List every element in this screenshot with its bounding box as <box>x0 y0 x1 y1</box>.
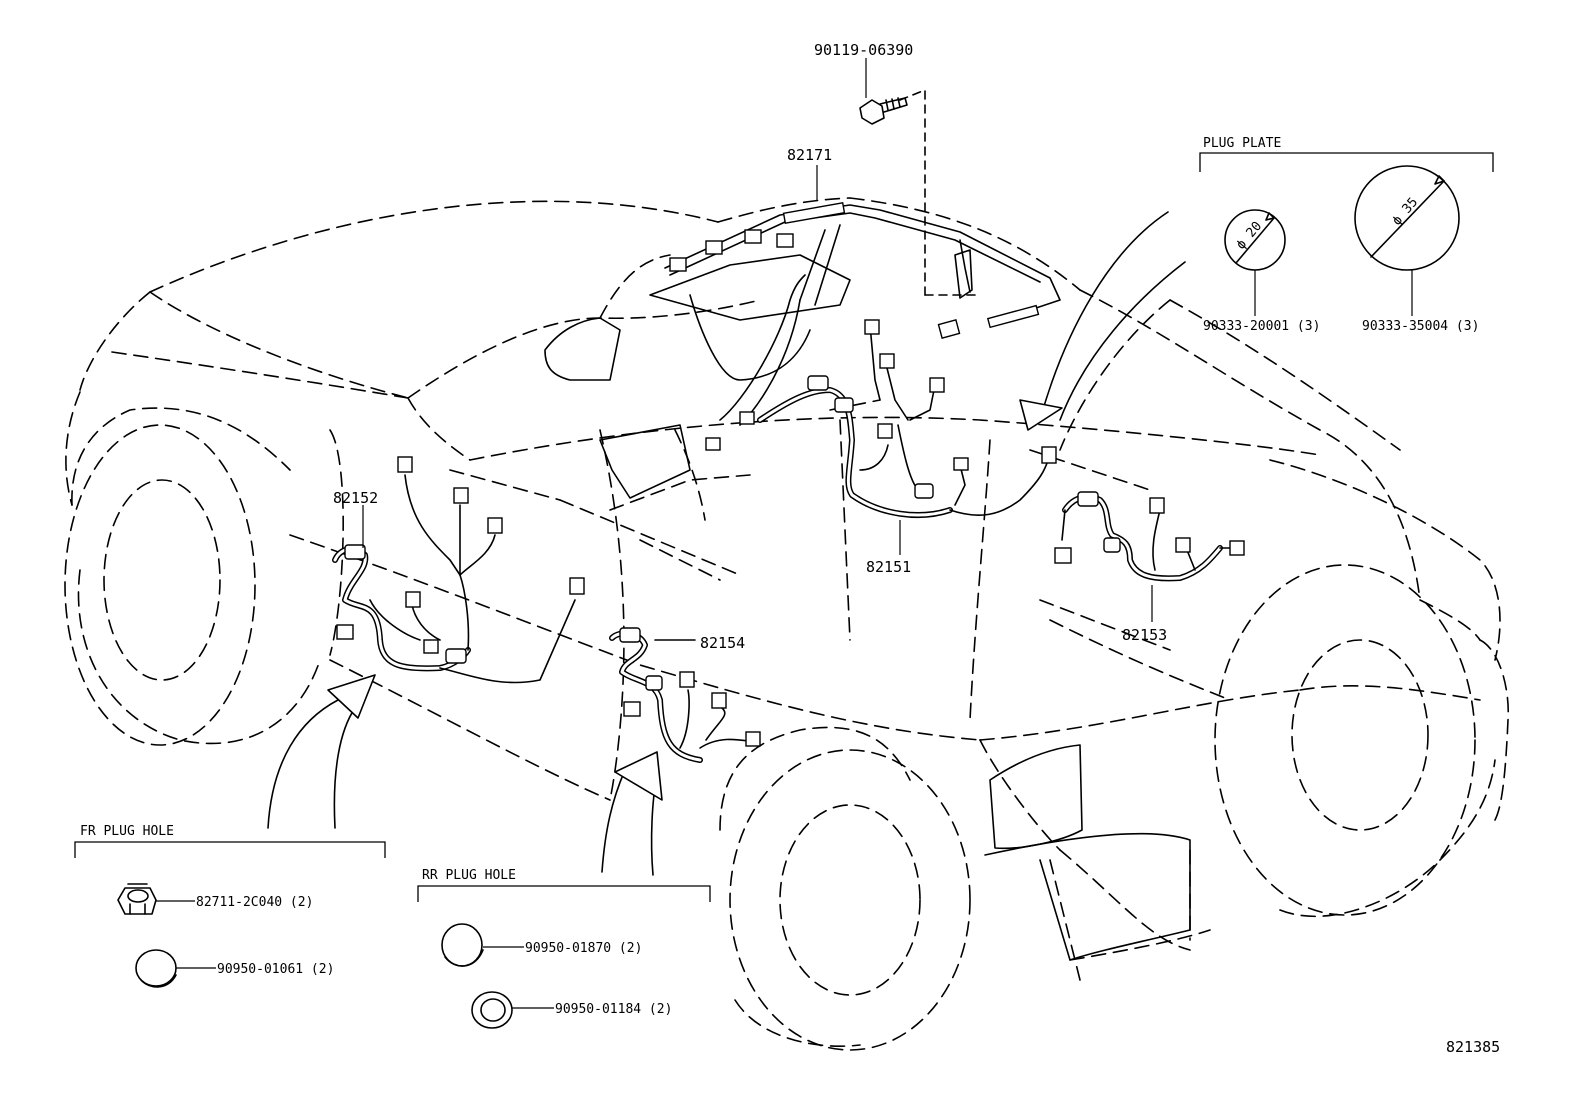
plug-plate-title: PLUG PLATE <box>1203 136 1281 151</box>
rear-left-harness-label: 82154 <box>700 634 745 652</box>
hole-plug-icon <box>441 923 484 967</box>
rr-plug-hole-title: RR PLUG HOLE <box>422 868 516 883</box>
plug-plate-inset: PLUG PLATE ϕ 20 90333-20001 (3) ϕ 35 903… <box>1199 136 1494 334</box>
center-harness-82151 <box>705 274 1057 518</box>
fr-plug-hole-part-1: 82711-2C040 (2) <box>196 895 313 910</box>
fr-plug-hole-title: FR PLUG HOLE <box>80 824 174 839</box>
rear-harness-82153 <box>1054 491 1245 582</box>
plug-plate-large-diameter: ϕ 35 <box>1390 195 1422 229</box>
plug-plate-small-part: 90333-20001 (3) <box>1203 319 1320 334</box>
front-harness-label: 82152 <box>333 489 378 507</box>
center-harness-label: 82151 <box>866 558 911 576</box>
rr-plug-hole-part-2: 90950-01184 (2) <box>555 1002 672 1017</box>
arrow-icons <box>267 211 1186 876</box>
bolt-icon <box>859 97 908 125</box>
fr-plug-hole-inset: FR PLUG HOLE 82711-2C040 (2) 90950-01061… <box>74 824 386 988</box>
rear-right-harness-label: 82153 <box>1122 626 1167 644</box>
vehicle-outline <box>64 197 1510 1051</box>
plug-plate-large-part: 90333-35004 (3) <box>1362 319 1479 334</box>
rear-harness-82154 <box>609 627 761 763</box>
clip-icon <box>117 883 157 915</box>
vehicle-interior-details <box>544 254 1191 961</box>
hole-plug-icon <box>135 949 177 988</box>
bolt-part-number: 90119-06390 <box>814 41 913 59</box>
front-harness-82152 <box>332 456 585 684</box>
roof-harness-82171 <box>664 89 1061 339</box>
fr-plug-hole-part-2: 90950-01061 (2) <box>217 962 334 977</box>
rr-plug-hole-part-1: 90950-01870 (2) <box>525 941 642 956</box>
rr-plug-hole-inset: RR PLUG HOLE 90950-01870 (2) 90950-01184… <box>417 868 711 1029</box>
grommet-icon <box>471 991 513 1029</box>
roof-harness-label: 82171 <box>787 146 832 164</box>
illustration-number: 821385 <box>1446 1038 1500 1056</box>
